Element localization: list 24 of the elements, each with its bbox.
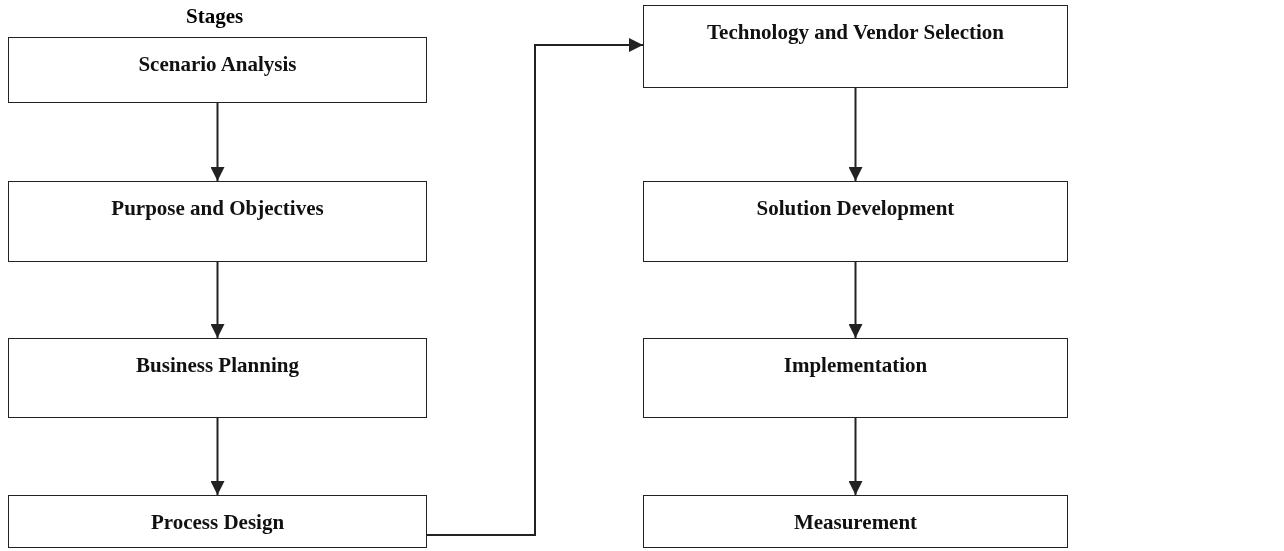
stage-label: Process Design	[150, 510, 285, 536]
arrow	[848, 417, 863, 496]
stage-label: Scenario Analysis	[138, 52, 297, 78]
process-box	[8, 338, 427, 418]
arrow	[210, 261, 225, 339]
arrow	[210, 417, 225, 496]
column-heading: Stages	[186, 4, 244, 29]
process-box	[643, 495, 1068, 548]
process-box	[643, 338, 1068, 418]
process-box	[8, 37, 427, 103]
process-box	[643, 181, 1068, 262]
stage-label: Measurement	[793, 510, 918, 536]
arrow	[210, 102, 225, 182]
arrow	[848, 261, 863, 339]
stage-label: Solution Development	[756, 196, 955, 222]
stage-label: Implementation	[783, 353, 928, 379]
stage-label: Purpose and Objectives	[111, 196, 324, 222]
process-box	[8, 181, 427, 262]
process-box	[8, 495, 427, 548]
arrow	[426, 38, 644, 536]
process-box	[643, 5, 1068, 88]
stage-label: Business Planning	[136, 353, 299, 379]
arrow	[848, 87, 863, 182]
stage-label: Technology and Vendor Selection	[707, 20, 1004, 46]
